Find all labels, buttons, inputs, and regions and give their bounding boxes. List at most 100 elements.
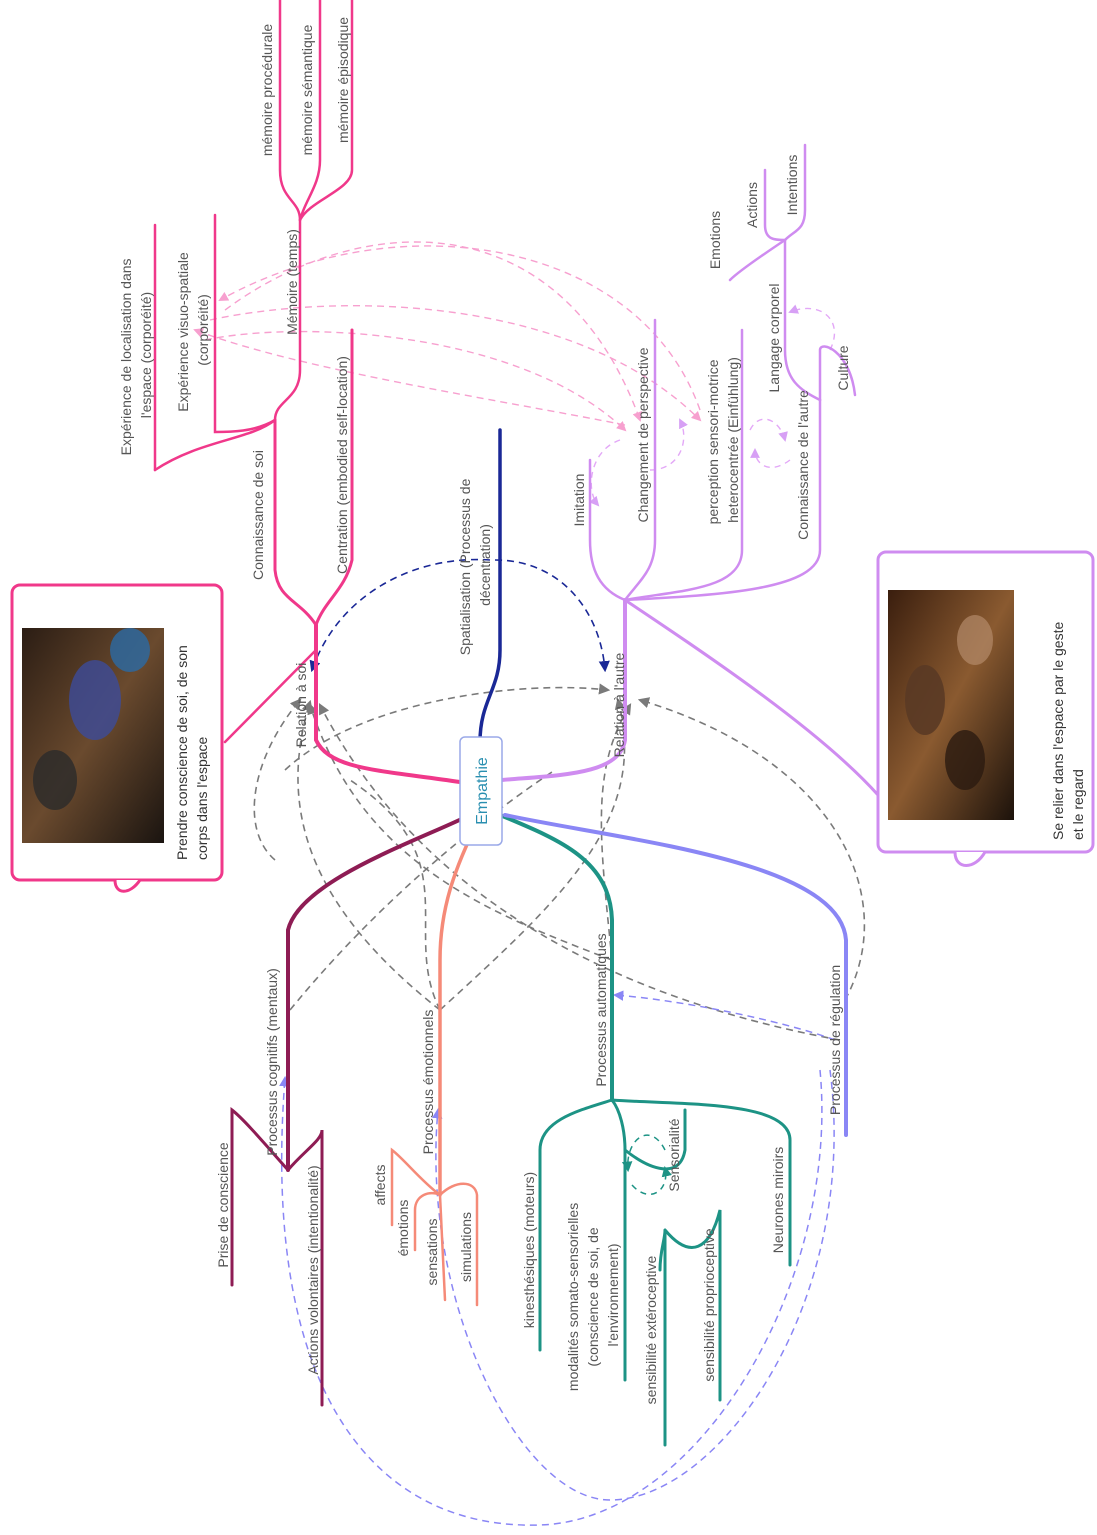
label-connaissance-autre[interactable]: Connaissance de l'autre <box>795 390 811 540</box>
link-soi-callout <box>223 648 318 744</box>
link-memoire-fork2 <box>298 0 322 222</box>
photo-figure <box>945 730 985 790</box>
label-proprioceptive[interactable]: sensibilité proprioceptive <box>701 1228 717 1382</box>
link-autre-perception <box>623 328 744 602</box>
label-kinesth[interactable]: kinesthésiques (moteurs) <box>521 1172 537 1328</box>
link-auto-kinesth <box>538 1098 614 1352</box>
branch-relation-soi <box>153 0 462 784</box>
callout-soi: Prendre conscience de soi, de son corps … <box>10 583 224 893</box>
link-langage-emotions <box>728 238 787 282</box>
label-spatialisation[interactable]: Spatialisation (Processus de décentratio… <box>457 475 493 656</box>
photo-figure <box>957 615 993 665</box>
soi-autre-arrows <box>193 241 702 432</box>
link-connaissance-spread <box>273 218 302 422</box>
label-sensations[interactable]: sensations <box>424 1219 440 1286</box>
label-intentions[interactable]: Intentions <box>784 155 800 216</box>
label-actions-l[interactable]: Actions <box>744 182 760 228</box>
link-emo-simulations <box>438 1182 479 1307</box>
photo-figure <box>110 628 150 672</box>
link-autre-connaissance <box>623 398 822 602</box>
label-sensorialite[interactable]: Sensorialité <box>666 1118 682 1191</box>
callout-autre-tail <box>953 851 987 867</box>
label-cognitifs[interactable]: Processus cognitifs (mentaux) <box>264 968 280 1156</box>
label-emotionnels[interactable]: Processus émotionnels <box>420 1010 436 1155</box>
link-memoire-fork <box>278 0 302 222</box>
arrow-reg-soi <box>318 703 841 1041</box>
arrow-localisation-perspective <box>193 328 626 426</box>
label-relation-soi[interactable]: Relation à soi <box>293 663 309 748</box>
label-langage[interactable]: Langage corporel <box>766 284 782 393</box>
link-modalites-proprio <box>663 1209 722 1402</box>
label-imitation[interactable]: Imitation <box>571 474 587 527</box>
loop-connaissance <box>750 448 791 469</box>
arrow-reg-cog-long <box>279 1069 823 1526</box>
link-memoire-fork3 <box>298 0 354 222</box>
label-affects[interactable]: affects <box>372 1165 388 1206</box>
loop-imitation <box>589 439 621 507</box>
label-simulations[interactable]: simulations <box>458 1212 474 1282</box>
label-centration[interactable]: Centration (embodied self-location) <box>334 356 350 574</box>
label-actions-vol[interactable]: Actions volontaires (intentionalité) <box>305 1165 321 1374</box>
link-langage-actions <box>763 168 787 242</box>
link-auto-neurones <box>610 1098 792 1267</box>
label-automatiques[interactable]: Processus automatiques <box>593 933 609 1086</box>
link-modalites-extero <box>658 1229 667 1447</box>
arrow-emotionnels-soi <box>297 699 441 1011</box>
label-connaissance-soi[interactable]: Connaissance de soi <box>250 450 266 580</box>
branch-cognitifs <box>230 813 472 1407</box>
center-node-box[interactable] <box>459 736 503 846</box>
callout-soi-text: Prendre conscience de soi, de son corps … <box>174 641 210 860</box>
link-center-auto <box>498 813 614 1102</box>
link-center-emotionnels <box>438 818 480 1197</box>
link-autre-changement <box>623 318 657 602</box>
photo-figure <box>69 660 121 740</box>
label-perception[interactable]: perception sensori-motrice heterocentrée… <box>705 356 741 525</box>
label-exp-localisation[interactable]: Expérience de localisation dans l'espace… <box>118 255 154 456</box>
arrow-spat-soi <box>309 558 491 673</box>
label-regulation[interactable]: Processus de régulation <box>827 965 843 1115</box>
label-emotions-l[interactable]: Emotions <box>707 211 723 269</box>
loop-perspective <box>649 418 688 471</box>
link-connaissance-culture <box>818 345 857 402</box>
label-memoire-temps[interactable]: Mémoire (temps) <box>284 229 300 335</box>
callout-autre: Se relier dans l'espace par le geste et … <box>876 550 1095 867</box>
link-emo-sensations <box>438 1193 447 1302</box>
relation-arrows <box>253 683 866 1041</box>
loop-sensorialite <box>621 1134 666 1173</box>
branch-spatialisation <box>478 428 502 744</box>
label-memoire-proc[interactable]: mémoire procédurale <box>259 24 275 156</box>
arrow-memoire-perspective <box>224 241 642 422</box>
label-memoire-epi[interactable]: mémoire épisodique <box>335 17 351 143</box>
arrow-reg-emo-long <box>431 1069 835 1501</box>
callout-autre-text: Se relier dans l'espace par le geste et … <box>1050 618 1086 840</box>
label-changement[interactable]: Changement de perspective <box>635 347 651 522</box>
link-soi-connaissance <box>273 418 318 627</box>
label-memoire-sem[interactable]: mémoire sémantique <box>299 24 315 155</box>
label-exp-visuo[interactable]: Expérience visuo-spatiale (corporéité) <box>175 248 211 412</box>
link-cognitifs-prise <box>230 1106 290 1287</box>
center-node[interactable]: Empathie <box>459 736 503 846</box>
label-neurones[interactable]: Neurones miroirs <box>770 1147 786 1254</box>
link-autre-callout <box>623 598 880 797</box>
regulation-arrows <box>279 990 836 1526</box>
arrow-cognitifs-soi <box>253 698 302 861</box>
spatialisation-arrows <box>309 558 610 673</box>
loop-perception <box>749 418 788 442</box>
link-emo-emotions <box>413 1191 442 1252</box>
loop-culture <box>788 304 836 351</box>
photo-figure <box>33 750 77 810</box>
label-relation-autre[interactable]: Relation à l'autre <box>611 652 627 757</box>
arrow-cognitifs-auto <box>289 769 556 1011</box>
loop-sensorialite-b <box>631 1165 672 1196</box>
link-center-cognitifs <box>286 813 472 1172</box>
photo-figure <box>905 665 945 735</box>
label-culture[interactable]: Culture <box>835 345 851 390</box>
label-modalites[interactable]: modalités somato-sensorielles (conscienc… <box>565 1199 621 1391</box>
arrow-reg-autre <box>637 697 866 1001</box>
autre-loop-arrows <box>589 304 836 507</box>
label-emotions[interactable]: émotions <box>395 1200 411 1257</box>
label-exteroceptive[interactable]: sensibilité extéroceptive <box>643 1255 659 1404</box>
label-prise[interactable]: Prise de conscience <box>215 1142 231 1268</box>
link-emo-affects <box>390 1147 442 1227</box>
